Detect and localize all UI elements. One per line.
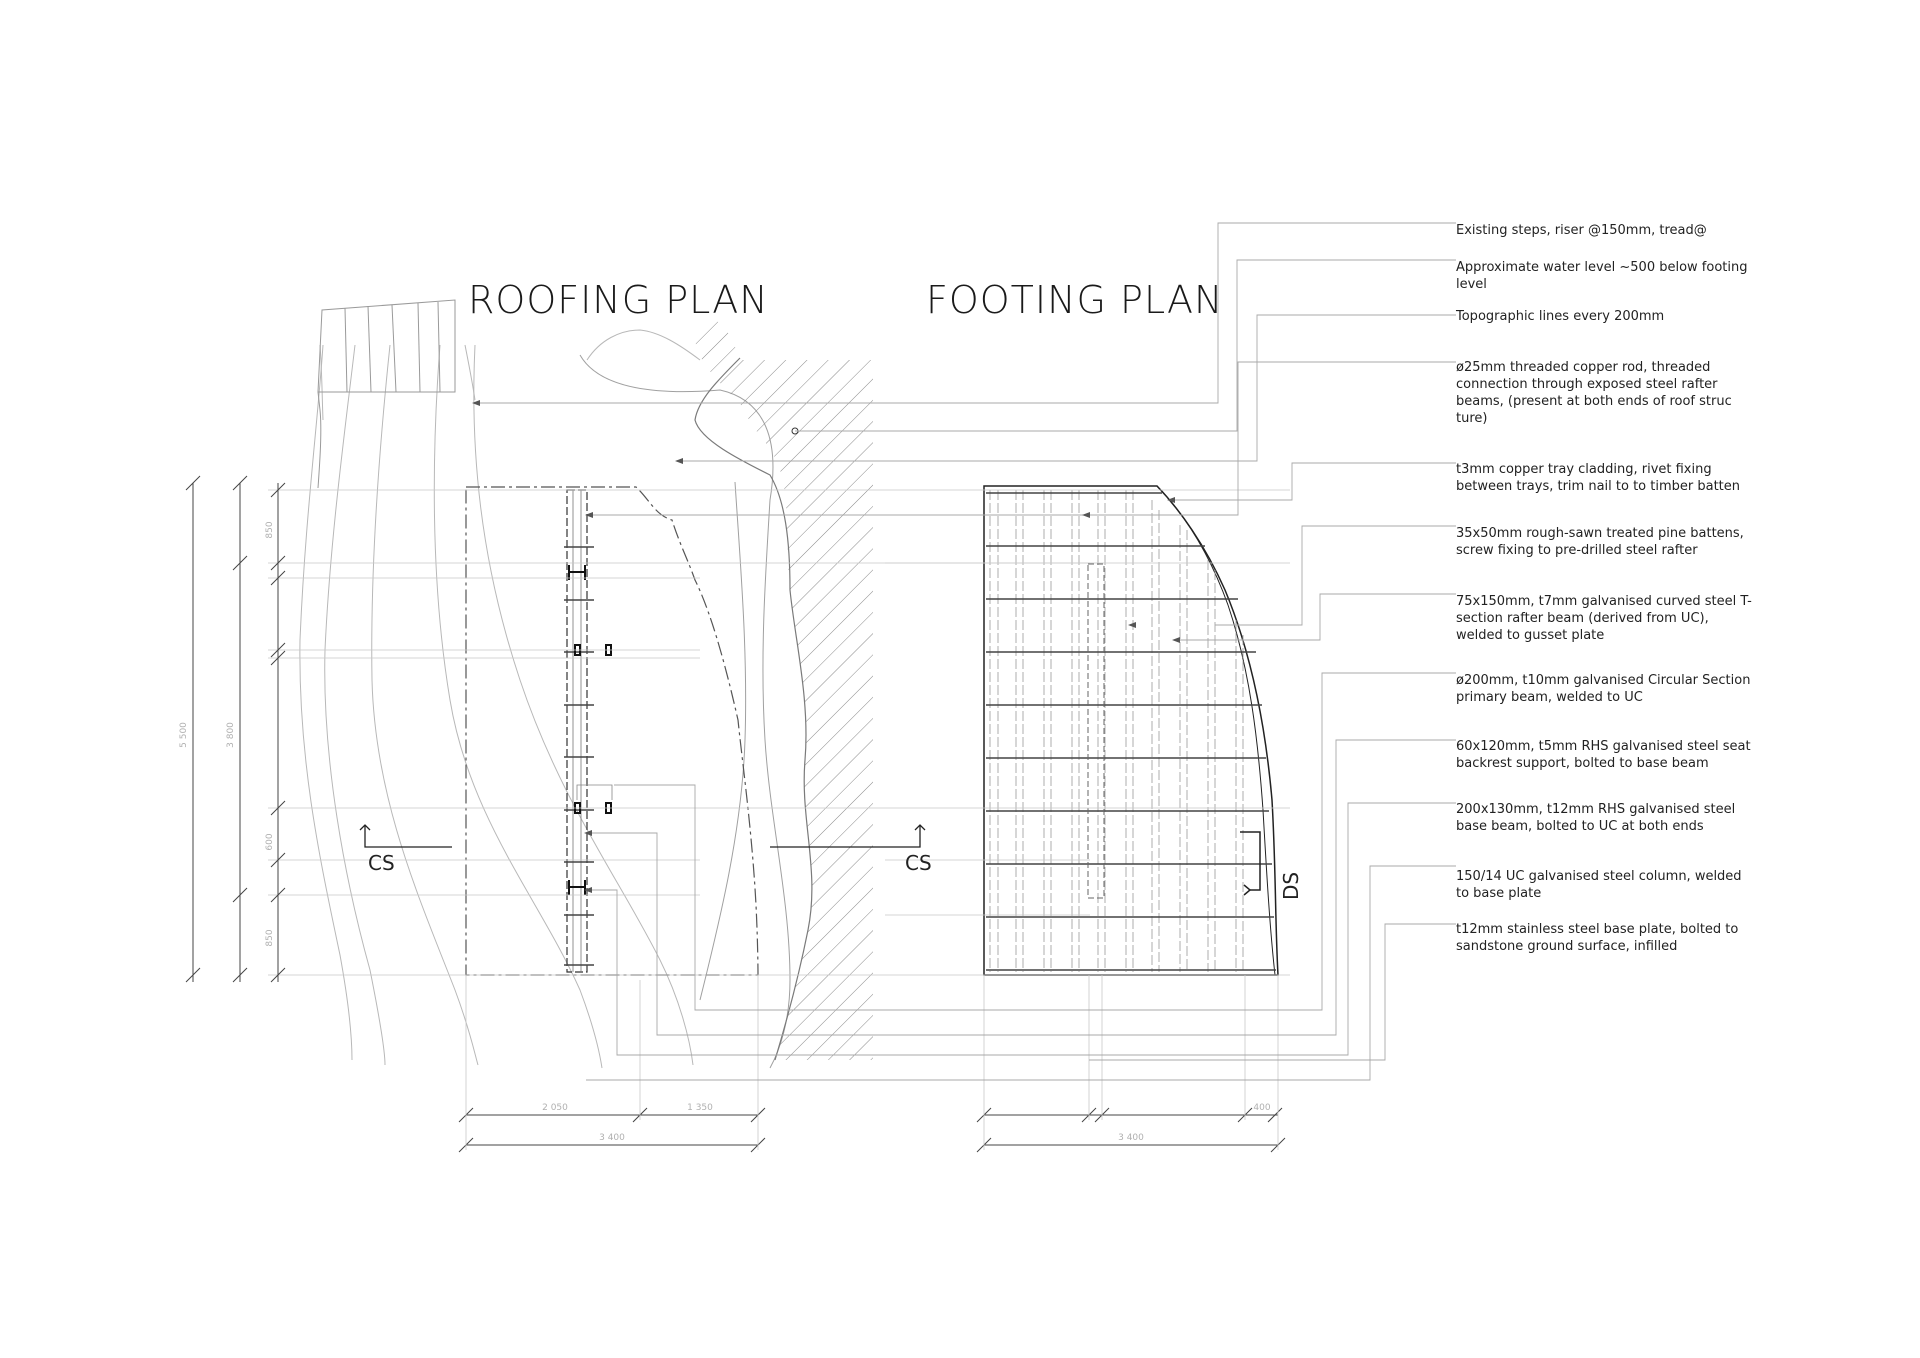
annotation-rafter-beam: 75x150mm, t7mm galvanised curved steel T… <box>1456 594 1752 643</box>
roof-batten-ticks <box>564 546 594 966</box>
annotation-topographic-lines: Topographic lines every 200mm <box>1456 309 1665 324</box>
annotation-copper-rod: ø25mm threaded copper rod, threaded conn… <box>1456 360 1732 426</box>
dim-1350: 1 350 <box>687 1103 713 1113</box>
annotation-copper-tray: t3mm copper tray cladding, rivet fixing … <box>1456 462 1741 494</box>
ds-label: DS <box>1279 872 1303 900</box>
vertical-dimension-labels: 5 500 3 800 850 600 850 <box>179 521 275 946</box>
horizontal-dimensions <box>458 1107 1286 1153</box>
annotation-base-beam: 200x130mm, t12mm RHS galvanised steel ba… <box>1456 802 1736 834</box>
extension-lines <box>268 489 1290 976</box>
footing-plan-outline <box>983 485 1279 976</box>
dim-400: 400 <box>1253 1103 1270 1113</box>
dim-850-top: 850 <box>265 521 275 538</box>
cs-section-marker-right <box>770 824 926 848</box>
footing-vertical-lines <box>989 490 1244 972</box>
roofing-plan-outline <box>465 486 759 976</box>
roof-connection-brackets <box>568 565 613 895</box>
ds-section-marker <box>1240 831 1261 896</box>
footing-primary-beam <box>1087 563 1105 899</box>
dim-5500: 5 500 <box>179 722 189 748</box>
water-channel <box>579 354 791 1069</box>
roofing-plan-title: ROOFING PLAN <box>468 278 769 322</box>
dim-850-bottom: 850 <box>265 929 275 946</box>
footing-horizontal-rafters <box>986 492 1276 971</box>
topographic-lines <box>299 329 701 1069</box>
roof-structure-strip <box>566 489 588 973</box>
horizontal-dimension-labels: 2 050 1 350 3 400 3 400 400 <box>542 1103 1271 1143</box>
cs-label-left: CS <box>368 851 395 875</box>
leader-arrowheads <box>472 400 1180 893</box>
bottom-extension-lines <box>465 975 1279 1150</box>
existing-steps <box>317 299 456 489</box>
annotation-existing-steps: Existing steps, riser @150mm, tread@ <box>1456 223 1707 238</box>
annotation-backrest-support: 60x120mm, t5mm RHS galvanised steel seat… <box>1456 739 1751 771</box>
vertical-dimensions <box>185 475 286 983</box>
annotation-leader-lines <box>475 222 1456 1081</box>
dim-3800: 3 800 <box>226 722 236 748</box>
dim-3400-footing: 3 400 <box>1118 1133 1144 1143</box>
annotation-uc-column: 150/14 UC galvanised steel column, welde… <box>1456 869 1742 901</box>
annotation-base-plate: t12mm stainless steel base plate, bolted… <box>1456 922 1739 954</box>
cs-section-marker-left <box>359 824 452 848</box>
cs-label-right: CS <box>905 851 932 875</box>
dim-600: 600 <box>265 833 275 850</box>
footing-plan-title: FOOTING PLAN <box>926 278 1224 322</box>
annotation-pine-battens: 35x50mm rough-sawn treated pine battens,… <box>1456 526 1744 558</box>
annotation-primary-beam: ø200mm, t10mm galvanised Circular Sectio… <box>1456 673 1751 705</box>
dim-3400-roof: 3 400 <box>599 1133 625 1143</box>
dim-2050: 2 050 <box>542 1103 568 1113</box>
annotation-water-level: Approximate water level ~500 below footi… <box>1456 260 1748 292</box>
